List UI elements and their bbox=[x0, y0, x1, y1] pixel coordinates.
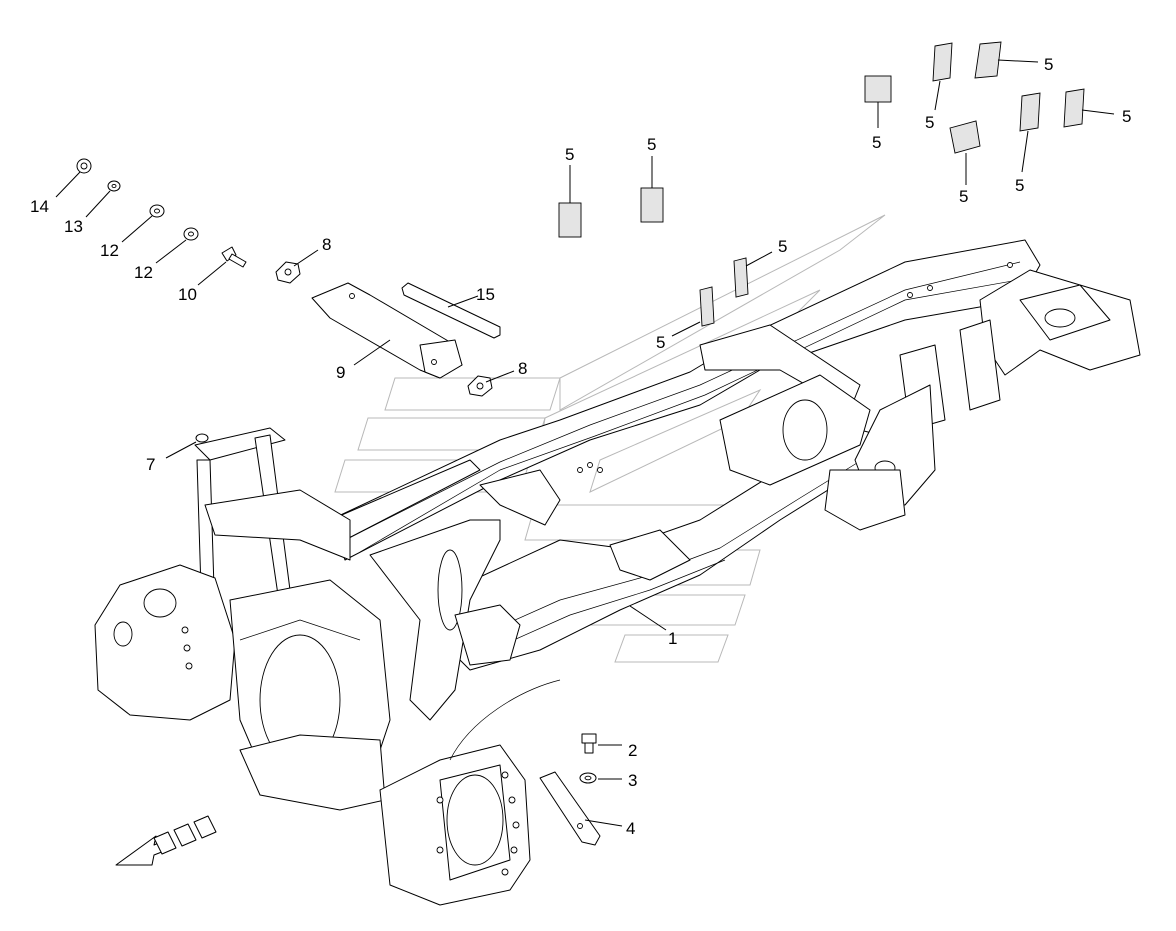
callout-5: 5 bbox=[1015, 176, 1024, 195]
callout-7: 7 bbox=[146, 455, 155, 474]
callout-2: 2 bbox=[628, 741, 637, 760]
callout-5: 5 bbox=[1044, 55, 1053, 74]
callout-5: 5 bbox=[1122, 107, 1131, 126]
callout-10: 10 bbox=[178, 285, 197, 304]
main-frame bbox=[94, 239, 1141, 811]
callout-labels: 14 13 12 12 10 8 15 9 8 7 1 2 3 4 5 5 5 … bbox=[30, 55, 1131, 838]
mounting-holes bbox=[181, 262, 1013, 670]
pad-group-part-5 bbox=[558, 41, 1085, 327]
callout-9: 9 bbox=[336, 363, 345, 382]
bolt-part-10 bbox=[221, 246, 247, 268]
bolt-part-2 bbox=[581, 733, 597, 754]
callout-5: 5 bbox=[656, 333, 665, 352]
cap-part-7 bbox=[195, 433, 209, 443]
clamp-plate-part-8a bbox=[275, 261, 301, 284]
callout-12: 12 bbox=[100, 241, 119, 260]
leader-lines bbox=[55, 59, 1115, 827]
callout-5: 5 bbox=[647, 135, 656, 154]
callout-8: 8 bbox=[322, 235, 331, 254]
rear-housing bbox=[379, 679, 561, 906]
callout-8: 8 bbox=[518, 359, 527, 378]
front-direction-arrow bbox=[115, 815, 217, 866]
nut-part-14 bbox=[76, 158, 92, 174]
callout-3: 3 bbox=[628, 771, 637, 790]
gusset-part-4 bbox=[539, 771, 601, 846]
callout-4: 4 bbox=[626, 819, 635, 838]
callout-5: 5 bbox=[959, 187, 968, 206]
callout-12: 12 bbox=[134, 263, 153, 282]
callout-5: 5 bbox=[565, 145, 574, 164]
callout-5: 5 bbox=[872, 133, 881, 152]
callout-1: 1 bbox=[668, 629, 677, 648]
callout-5: 5 bbox=[778, 237, 787, 256]
callout-14: 14 bbox=[30, 197, 49, 216]
washer-part-3 bbox=[579, 772, 597, 784]
strip-part-15 bbox=[401, 282, 501, 339]
washer-part-13 bbox=[107, 180, 121, 192]
washer-part-12b bbox=[183, 227, 199, 241]
bracket-part-9 bbox=[311, 282, 463, 379]
washer-part-12a bbox=[149, 204, 165, 218]
clamp-plate-part-8b bbox=[467, 375, 493, 397]
callout-5: 5 bbox=[925, 113, 934, 132]
callout-15: 15 bbox=[476, 285, 495, 304]
callout-13: 13 bbox=[64, 217, 83, 236]
